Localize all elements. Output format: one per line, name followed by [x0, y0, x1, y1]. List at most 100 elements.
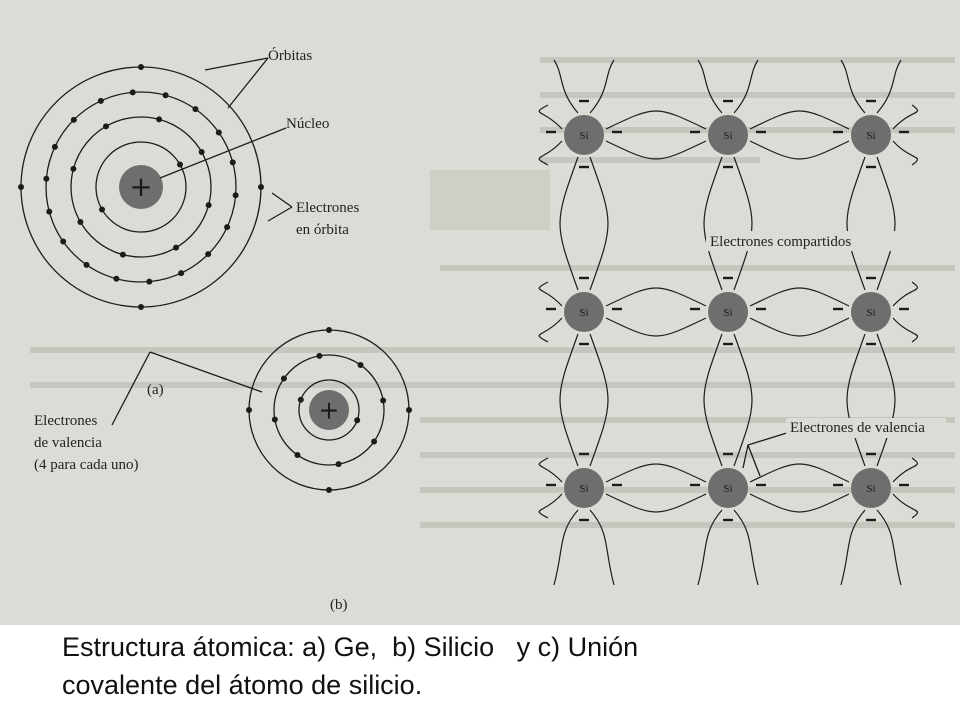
bond-curve — [553, 59, 579, 114]
electron-dot — [406, 407, 412, 413]
label-electrones-orbita-2: en órbita — [296, 222, 349, 238]
nucleus-plus-sign: + — [319, 395, 340, 424]
label-panel-a: (a) — [147, 382, 164, 398]
bond-curve — [703, 156, 723, 291]
bond-curve — [749, 140, 850, 160]
silicon-nucleus — [851, 292, 891, 332]
electron-dot — [77, 219, 84, 225]
electron-dot — [357, 361, 364, 368]
bond-curve — [892, 140, 919, 166]
bond-curve — [749, 463, 850, 483]
electron-dot — [138, 304, 144, 310]
label-compartidos-bg — [706, 231, 896, 251]
bond-curve — [589, 333, 609, 467]
electron-dot — [224, 224, 231, 231]
nucleus — [119, 165, 163, 209]
electron-dot — [46, 208, 53, 215]
bond-curve — [605, 140, 707, 160]
bond-curve — [876, 156, 896, 291]
electron-dot — [146, 278, 153, 285]
bond-curve — [733, 59, 759, 114]
electron-dot — [192, 106, 199, 113]
silicon-nucleus — [564, 468, 604, 508]
caption-line-2: covalente del átomo de silicio. — [62, 670, 423, 700]
silicon-symbol: Si — [579, 130, 588, 142]
label-nucleo: Núcleo — [286, 116, 329, 132]
bond-curve — [749, 287, 850, 307]
electron-dot — [176, 161, 183, 168]
label-valencia-left-1: Electrones — [34, 413, 97, 429]
orbit-ring — [298, 379, 360, 441]
bond-curve — [553, 509, 579, 586]
silicon-nucleus — [851, 468, 891, 508]
silicon-symbol: Si — [723, 130, 732, 142]
bond-curve — [589, 156, 609, 291]
bond-curve — [538, 493, 563, 519]
bond-curve — [892, 281, 919, 307]
electron-dot — [138, 64, 144, 70]
silicon-symbol: Si — [579, 483, 588, 495]
electron-dot — [103, 123, 109, 130]
bond-curve — [749, 493, 850, 513]
electron-dot — [335, 461, 342, 468]
silicon-nucleus — [564, 115, 604, 155]
silicon-symbol: Si — [866, 483, 875, 495]
bond-curve — [703, 333, 723, 467]
bond-curve — [749, 317, 850, 337]
caption-line-1: Estructura átomica: a) Ge, b) Silicio y … — [62, 632, 639, 662]
label-valencia-left-3: (4 para cada uno) — [34, 457, 139, 473]
bond-curve — [538, 317, 563, 343]
background-box — [430, 170, 550, 230]
electron-dot — [156, 116, 163, 123]
label-electrones-valencia: Electrones de valencia — [790, 420, 925, 436]
electron-dot — [18, 184, 24, 190]
bond-curve — [589, 509, 615, 586]
background-text-lines — [30, 57, 955, 528]
label-panel-b: (b) — [330, 597, 348, 613]
electron-dot — [97, 97, 104, 104]
bond-curve — [697, 509, 723, 586]
bond-curve — [605, 463, 707, 483]
bond-curve — [559, 333, 579, 467]
electron-dot — [246, 407, 252, 413]
electron-dot — [113, 275, 120, 282]
electron-dot — [380, 397, 387, 404]
bond-curve — [733, 509, 759, 586]
label-leaders — [111, 57, 791, 477]
silicon-symbol: Si — [866, 130, 875, 142]
atom-b-diagram: + — [246, 327, 412, 493]
figure-caption: Estructura átomica: a) Ge, b) Silicio y … — [62, 628, 942, 704]
electron-dot — [173, 244, 179, 251]
electron-dot — [99, 206, 106, 213]
electron-dot — [162, 92, 169, 99]
electron-dot — [229, 159, 236, 166]
bond-curve — [589, 59, 615, 114]
electron-dot — [326, 327, 332, 333]
orbit-ring — [45, 91, 237, 283]
silicon-symbol: Si — [723, 483, 732, 495]
label-valencia-left-2: de valencia — [34, 435, 102, 451]
electron-dot — [316, 352, 323, 359]
electron-dot — [280, 375, 287, 382]
electron-dot — [43, 175, 50, 182]
silicon-nucleus — [708, 468, 748, 508]
electron-dot — [371, 438, 378, 445]
bond-curve — [538, 140, 563, 166]
bond-curve — [840, 509, 866, 586]
silicon-symbol: Si — [579, 307, 588, 319]
silicon-symbol: Si — [866, 307, 875, 319]
electron-dot — [297, 396, 304, 403]
silicon-symbol: Si — [723, 307, 732, 319]
electron-dot — [271, 416, 278, 423]
bond-curve — [605, 110, 707, 130]
electron-dot — [205, 202, 212, 209]
bond-curve — [846, 333, 866, 467]
bond-curve — [892, 104, 919, 130]
bond-curve — [605, 317, 707, 337]
silicon-nucleus — [564, 292, 604, 332]
bond-curve — [733, 156, 753, 291]
electron-dot — [198, 149, 205, 155]
bond-curve — [697, 59, 723, 114]
electron-dot — [258, 184, 264, 190]
